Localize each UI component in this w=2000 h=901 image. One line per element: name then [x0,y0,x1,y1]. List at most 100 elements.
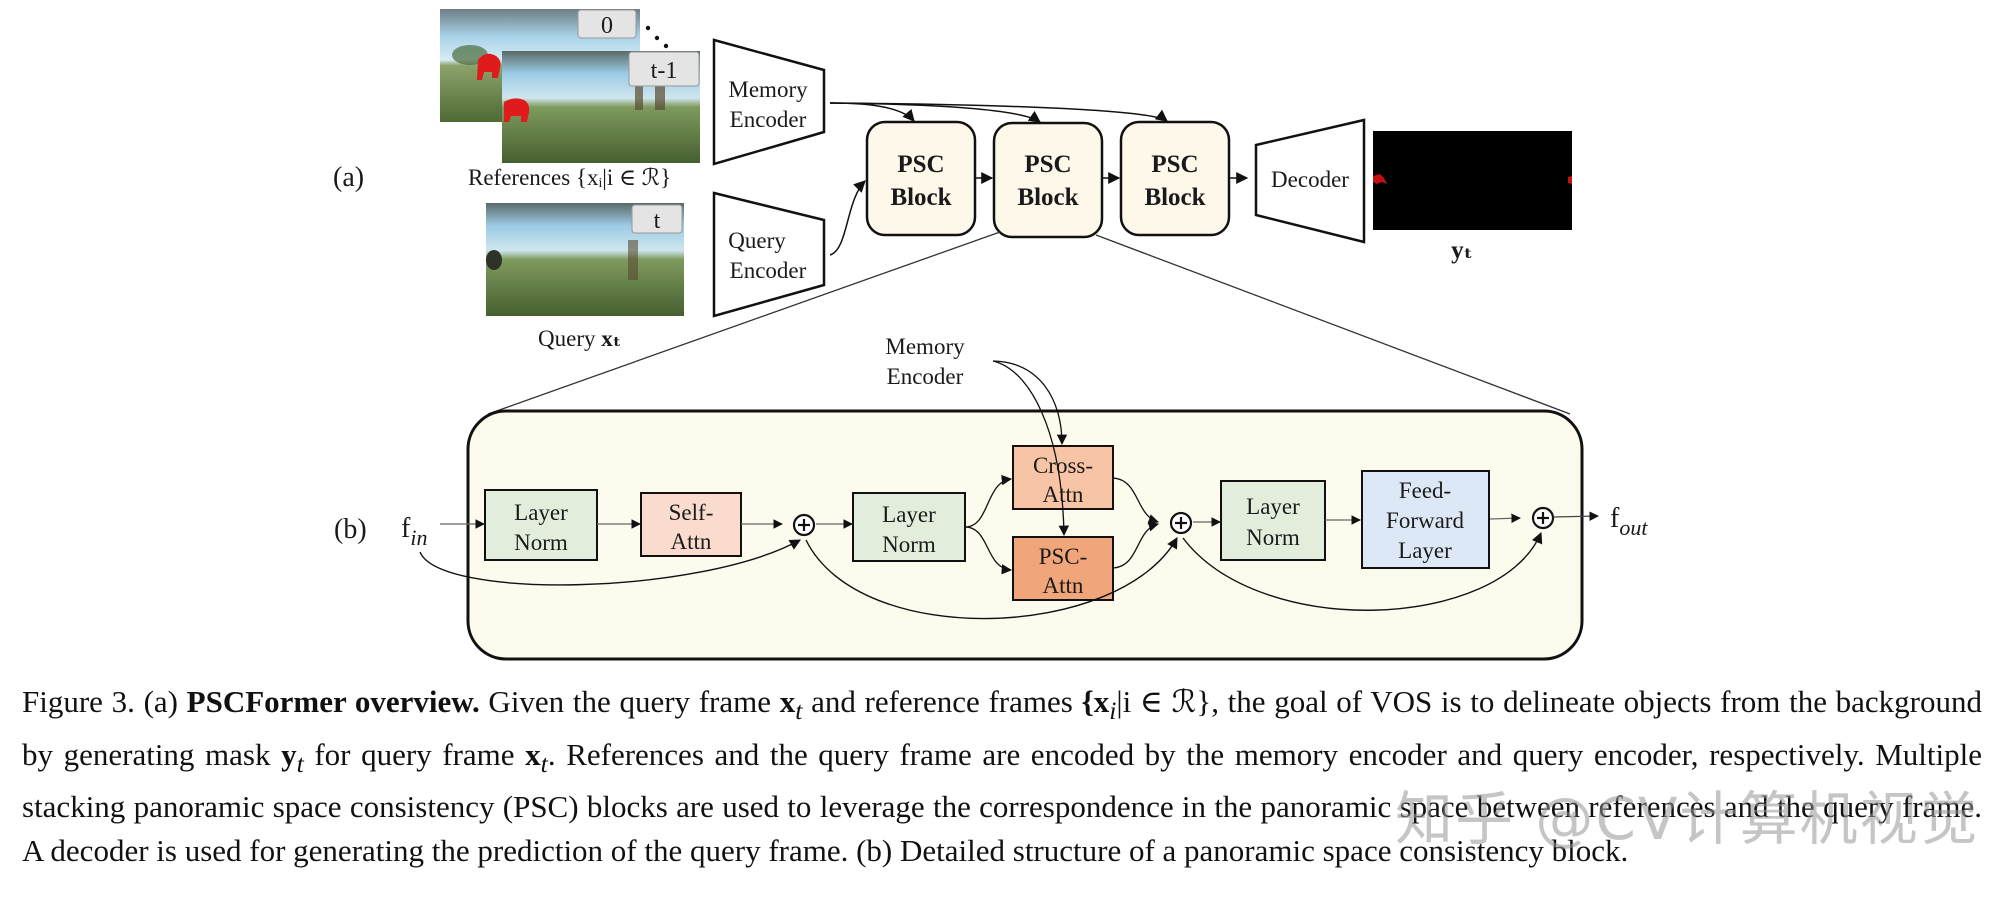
psc-attn: PSC- Attn [1012,536,1114,601]
svg-text:Attn: Attn [1043,482,1084,507]
frame-tag-t [631,204,683,234]
svg-text:Forward: Forward [1386,508,1464,533]
svg-text:Norm: Norm [882,532,936,557]
f-in-label: fin [401,513,427,550]
panel-a-label: (a) [333,162,364,193]
math-xt: x [779,684,796,719]
reference-frame-t-minus-1: t-1 [502,51,700,163]
svg-text:Layer: Layer [1398,538,1452,563]
svg-text:Query: Query [728,228,786,253]
svg-text:Encoder: Encoder [730,107,807,132]
svg-text:Attn: Attn [671,529,712,554]
math-sub: t [795,696,803,726]
feed-forward-layer: Feed- Forward Layer [1361,470,1490,569]
f-out-label: fout [1610,503,1648,540]
math-sub: t [296,748,304,778]
svg-text:Feed-: Feed- [1399,478,1451,503]
svg-text:PSC: PSC [897,151,944,178]
svg-text:PSC: PSC [1151,151,1198,178]
add-node-3 [1531,506,1555,530]
memory-encoder: Memory Encoder [712,38,826,166]
zoom-line-right [1095,234,1571,415]
svg-text:Layer: Layer [1246,494,1300,519]
math-set: |i ∈ ℛ} [1116,684,1212,719]
arrow-memory-psc3 [829,102,1168,122]
svg-text:Self-: Self- [669,500,714,525]
svg-text:Memory: Memory [885,334,965,359]
caption-text: , the goal of VOS is to delineate object… [22,684,1983,772]
decoder: Decoder [1254,118,1366,244]
caption-figure-label: Figure 3. (a) [22,684,187,719]
svg-text:Block: Block [1144,184,1205,211]
math-xt: x [525,736,541,772]
layer-norm-1: Layer Norm [484,489,598,561]
svg-text:Decoder: Decoder [1271,167,1349,192]
svg-text:t-1: t-1 [651,58,678,84]
arrow-memory-crossattn [992,360,1068,446]
zoom-line-left [487,231,1001,415]
arrow-memory-psc1 [829,102,915,122]
svg-text:PSC-: PSC- [1039,544,1088,569]
svg-text:Encoder: Encoder [887,364,964,389]
references-caption: References {xᵢ|i ∈ ℛ} [468,165,671,190]
arrow-feedforward-add3 [1489,513,1521,524]
arrow-memory-pscattn [992,360,1070,537]
arrow-layernorm2-pscattn [964,526,1013,575]
svg-text:Encoder: Encoder [730,258,807,283]
svg-text:Norm: Norm [514,530,568,555]
svg-text:0: 0 [601,13,613,39]
psc-block-2: PSC Block [992,121,1104,239]
query-frame: t [486,203,684,316]
layer-norm-3: Layer Norm [1220,480,1326,561]
svg-text:t: t [654,208,661,234]
caption-text: for query frame [303,736,526,772]
arrow-layernorm2-crossattn [964,474,1013,528]
query-encoder: Query Encoder [712,191,826,318]
arrow-pscattn-add2 [1112,521,1160,569]
arrow-query-psc1 [829,180,866,256]
svg-text:fout: fout [1610,503,1648,540]
caption-bold-title: PSCFormer overview. [186,684,480,719]
add-node-2 [1169,511,1193,535]
caption-text: and reference frames [802,684,1082,719]
panel-b-label: (b) [334,514,367,545]
psc-block-1: PSC Block [865,120,977,237]
add-node-1 [792,513,816,537]
output-mask [1373,131,1572,230]
residual-add1-add2 [805,537,1178,620]
frame-tag-0 [577,9,637,39]
psc-block-3: PSC Block [1119,120,1231,237]
math-yt: y [281,736,297,772]
query-caption: Query xₜ [538,326,621,351]
pscformer-diagram: (a) 0 t-1 References {xᵢ|i ∈ ℛ} t Query … [333,9,1648,661]
svg-text:Layer: Layer [882,502,936,527]
ellipsis-dots [645,25,669,49]
svg-text:PSC: PSC [1024,151,1071,178]
residual-fin-add1 [419,539,801,586]
svg-text:Norm: Norm [1246,525,1300,550]
self-attn: Self- Attn [640,492,742,557]
svg-text:Memory: Memory [728,77,808,102]
math-xi: {x [1081,684,1110,719]
figure-caption: Figure 3. (a) PSCFormer overview. Given … [22,680,1982,872]
math-sub: t [540,748,548,778]
svg-text:Layer: Layer [514,500,568,525]
arrow-crossattn-add2 [1112,477,1159,525]
frame-tag-t-minus-1 [628,51,700,87]
svg-text:fin: fin [401,513,427,550]
residual-add2-add3 [1182,531,1543,611]
output-label: yₜ [1451,237,1473,264]
math-sub: i [1109,696,1117,726]
reference-object-mask [477,53,501,80]
svg-text:Cross-: Cross- [1033,453,1093,478]
memory-encoder-label-b: Memory Encoder [885,334,965,389]
svg-text:Block: Block [1017,184,1078,211]
cross-attn: Cross- Attn [1012,445,1114,510]
arrow-add3-fout [1552,511,1599,521]
layer-norm-2: Layer Norm [852,492,966,562]
caption-text: Given the query frame [479,684,780,719]
svg-text:Attn: Attn [1043,573,1084,598]
caption-text: . References and the query frame are enc… [22,736,1982,868]
psc-block-detail-panel [466,409,1584,661]
reference-object-mask [504,98,530,122]
